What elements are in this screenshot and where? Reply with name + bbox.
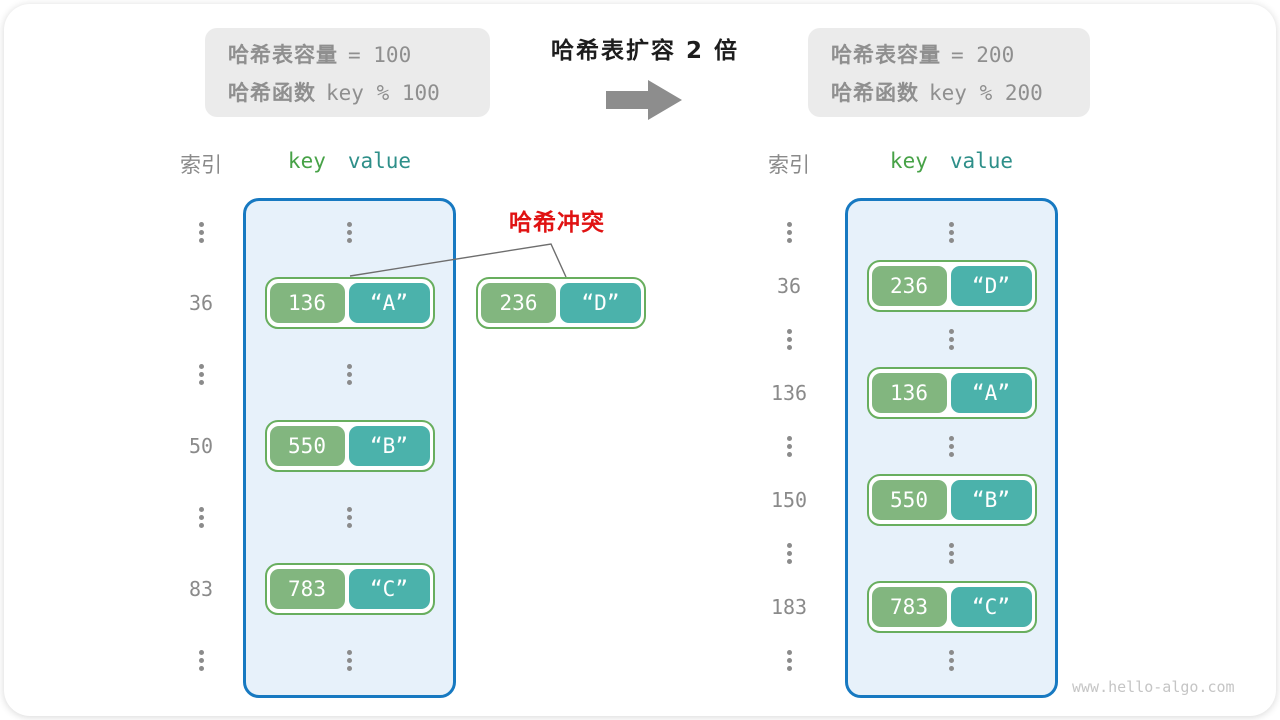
pair-value: “C” <box>348 568 430 609</box>
value-header: value <box>347 149 412 173</box>
index-cell: 150 <box>770 487 808 512</box>
ellipsis-bucket <box>315 649 385 671</box>
ellipsis-bucket <box>315 221 385 243</box>
key-value-pair: 550“B” <box>866 473 1037 526</box>
ellipsis-index <box>754 435 824 457</box>
capacity-label: 哈希表容量 <box>228 42 338 67</box>
pair-key: 136 <box>871 372 947 413</box>
key-value-pair: 783“C” <box>866 580 1037 633</box>
kv-header-after: key value <box>845 149 1058 173</box>
ellipsis-index <box>166 221 236 243</box>
pair-key: 236 <box>481 283 556 323</box>
pair-key: 550 <box>871 479 947 520</box>
pair-value: “A” <box>348 283 430 324</box>
pair-value: “B” <box>348 426 430 466</box>
ellipsis-bucket <box>917 328 987 350</box>
pair-value: “D” <box>950 265 1032 306</box>
right-arrow-icon <box>606 80 682 120</box>
index-header-after: 索引 <box>768 153 810 177</box>
resize-title: 哈希表扩容 2 倍 <box>550 38 740 64</box>
ellipsis-bucket <box>917 221 987 243</box>
hash-function-label: 哈希函数 <box>228 80 316 105</box>
ellipsis-index <box>166 649 236 671</box>
pair-value: “C” <box>950 586 1032 627</box>
ellipsis-bucket <box>315 506 385 528</box>
key-header: key <box>287 149 326 173</box>
pair-key: 136 <box>269 283 345 324</box>
ellipsis-bucket <box>315 364 385 386</box>
hash-function-line: 哈希函数 key % 200 <box>831 77 1090 107</box>
index-cell: 83 <box>188 576 214 601</box>
hash-function-line: 哈希函数 key % 100 <box>228 77 490 107</box>
index-cell: 36 <box>188 291 214 316</box>
card-background <box>4 4 1276 716</box>
index-cell: 136 <box>770 380 808 405</box>
ellipsis-bucket <box>917 542 987 564</box>
index-cell: 50 <box>188 434 214 458</box>
key-header: key <box>889 149 928 173</box>
index-header-before: 索引 <box>180 153 222 177</box>
capacity-value: = 200 <box>951 42 1015 67</box>
pair-key: 783 <box>871 586 947 627</box>
ellipsis-index <box>166 506 236 528</box>
pair-key: 236 <box>871 265 947 306</box>
key-value-pair: 136“A” <box>264 277 435 330</box>
hash-function-label: 哈希函数 <box>831 80 919 105</box>
ellipsis-bucket <box>917 435 987 457</box>
capacity-line: 哈希表容量 = 100 <box>228 39 490 69</box>
ellipsis-index <box>754 328 824 350</box>
capacity-label: 哈希表容量 <box>831 42 941 67</box>
capacity-value: = 100 <box>348 42 412 67</box>
capacity-line: 哈希表容量 = 200 <box>831 39 1090 69</box>
pair-key: 783 <box>269 568 345 609</box>
value-header: value <box>949 149 1014 173</box>
capacity-box-after: 哈希表容量 = 200 哈希函数 key % 200 <box>808 28 1090 117</box>
ellipsis-bucket <box>917 649 987 671</box>
ellipsis-index <box>166 364 236 386</box>
ellipsis-index <box>754 221 824 243</box>
pair-value: “B” <box>950 479 1032 520</box>
colliding-pair: 236 “D” <box>476 277 646 329</box>
pair-value: “A” <box>950 372 1032 413</box>
ellipsis-index <box>754 649 824 671</box>
key-value-pair: 136“A” <box>866 366 1037 419</box>
ellipsis-index <box>754 542 824 564</box>
hash-function-value: key % 100 <box>326 80 440 105</box>
kv-header-before: key value <box>243 149 456 173</box>
index-cell: 36 <box>776 273 802 298</box>
pair-value: “D” <box>560 283 641 323</box>
key-value-pair: 550“B” <box>264 420 435 472</box>
hash-function-value: key % 200 <box>929 80 1043 105</box>
index-cell: 183 <box>770 594 808 619</box>
key-value-pair: 783“C” <box>264 562 435 615</box>
collision-label: 哈希冲突 <box>509 210 605 236</box>
pair-key: 550 <box>269 426 345 466</box>
watermark: www.hello-algo.com <box>1072 678 1235 696</box>
key-value-pair: 236“D” <box>866 259 1037 312</box>
capacity-box-before: 哈希表容量 = 100 哈希函数 key % 100 <box>205 28 490 117</box>
